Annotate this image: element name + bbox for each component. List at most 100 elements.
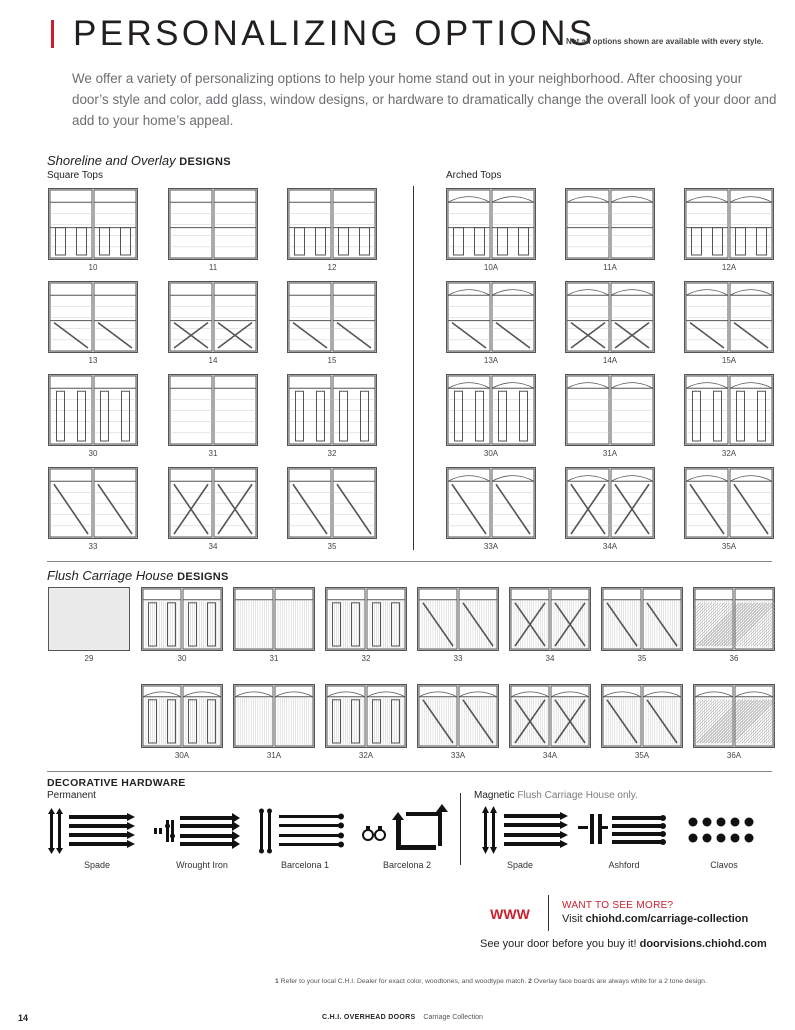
door-design-32: [325, 587, 407, 651]
door-design-label: 32: [327, 449, 337, 458]
door-design-32a: [684, 374, 774, 446]
door-design-icon: [601, 684, 683, 748]
magnetic-label-text: Magnetic: [474, 790, 515, 801]
door-design-icon: [684, 374, 774, 446]
door-design-icon: [693, 587, 775, 651]
hardware-label-magnetic-spade: Spade: [506, 860, 534, 870]
carriage-collection-link[interactable]: chiohd.com/carriage-collection: [585, 913, 749, 925]
door-design-36a: [693, 684, 775, 748]
collection-name: Carriage Collection: [423, 1014, 483, 1021]
door-design-label: 29: [84, 654, 94, 663]
door-design-label: 33A: [450, 751, 466, 760]
accent-bar: [51, 20, 54, 48]
door-design-icon: [417, 587, 499, 651]
door-design-10a: [446, 188, 536, 260]
footnote-1-number: 1: [275, 978, 279, 985]
door-design-31: [233, 587, 315, 651]
door-design-30: [48, 374, 138, 446]
door-design-label: 15A: [721, 356, 737, 365]
door-design-32: [287, 374, 377, 446]
footnote-2: Overlay face boards are always white for…: [531, 978, 707, 985]
door-design-icon: [446, 281, 536, 353]
door-design-icon: [141, 684, 223, 748]
hardware-label-clavos: Clavos: [710, 860, 738, 870]
door-design-label: 31A: [266, 751, 282, 760]
door-design-icon: [48, 281, 138, 353]
door-design-29: [48, 587, 130, 651]
spade-hardware-icon: [48, 808, 135, 854]
door-design-label: 32A: [721, 449, 737, 458]
door-design-35: [287, 467, 377, 539]
intro-paragraph: We offer a variety of personalizing opti…: [72, 71, 777, 128]
door-design-icon: [168, 281, 258, 353]
hardware-label-spade: Spade: [83, 860, 111, 870]
door-design-label: 32A: [358, 751, 374, 760]
hardware-label-barcelona-2: Barcelona 2: [382, 860, 432, 870]
door-design-label: 35: [327, 542, 337, 551]
door-design-34a: [565, 467, 655, 539]
door-design-icon: [48, 587, 130, 651]
door-design-icon: [684, 467, 774, 539]
door-design-label: 15: [327, 356, 337, 365]
door-design-label: 34: [545, 654, 555, 663]
flush-title-bold: DESIGNS: [177, 571, 229, 583]
door-design-icon: [565, 281, 655, 353]
door-design-label: 12: [327, 263, 337, 272]
door-design-label: 33A: [483, 542, 499, 551]
magnetic-label: Magnetic Flush Carriage House only.: [474, 790, 638, 801]
doorvisions-link[interactable]: doorvisions.chiohd.com: [639, 938, 767, 950]
door-design-31a: [565, 374, 655, 446]
doorvisions-text: See your door before you buy it! doorvis…: [480, 938, 767, 950]
door-design-33a: [446, 467, 536, 539]
door-design-label: 36: [729, 654, 739, 663]
page-title: PERSONALIZING OPTIONS: [73, 14, 596, 53]
door-design-31: [168, 374, 258, 446]
door-design-label: 30A: [483, 449, 499, 458]
door-design-11: [168, 188, 258, 260]
want-more-text: WANT TO SEE MORE?: [562, 900, 674, 911]
door-design-icon: [684, 188, 774, 260]
door-design-32a: [325, 684, 407, 748]
door-design-icon: [233, 684, 315, 748]
door-design-label: 34A: [602, 542, 618, 551]
door-design-icon: [141, 587, 223, 651]
visit-prefix: Visit: [562, 913, 586, 925]
door-design-label: 35: [637, 654, 647, 663]
section-divider: [413, 186, 414, 550]
door-design-label: 30: [177, 654, 187, 663]
www-logo-icon: WWW: [486, 903, 534, 925]
door-design-icon: [168, 374, 258, 446]
hardware-label-barcelona-1: Barcelona 1: [280, 860, 330, 870]
door-design-icon: [509, 587, 591, 651]
hardware-label-wrought-iron: Wrought Iron: [176, 860, 228, 870]
door-design-icon: [565, 467, 655, 539]
door-design-icon: [48, 374, 138, 446]
shoreline-title-bold: DESIGNS: [179, 156, 231, 168]
door-design-36: [693, 587, 775, 651]
clavos-hardware-icon: [688, 817, 754, 843]
permanent-label: Permanent: [47, 790, 96, 801]
shoreline-section-title: Shoreline and Overlay DESIGNS: [47, 153, 231, 168]
www-logo-text: WWW: [490, 906, 530, 922]
door-design-label: 13: [88, 356, 98, 365]
door-design-label: 11: [208, 263, 218, 272]
door-design-icon: [48, 467, 138, 539]
door-design-icon: [168, 188, 258, 260]
barcelona-2-hardware-icon: [362, 804, 448, 850]
door-design-label: 31A: [602, 449, 618, 458]
door-design-label: 31: [208, 449, 218, 458]
square-tops-label: Square Tops: [47, 170, 103, 181]
door-design-label: 12A: [721, 263, 737, 272]
door-design-11a: [565, 188, 655, 260]
door-design-icon: [233, 587, 315, 651]
door-design-icon: [693, 684, 775, 748]
door-design-35: [601, 587, 683, 651]
shoreline-title-italic: Shoreline and Overlay: [47, 153, 176, 168]
door-design-icon: [287, 188, 377, 260]
door-design-12: [287, 188, 377, 260]
door-design-icon: [565, 188, 655, 260]
door-design-31a: [233, 684, 315, 748]
flush-bottom-rule: [47, 771, 772, 772]
visit-text: Visit chiohd.com/carriage-collection: [562, 913, 748, 925]
